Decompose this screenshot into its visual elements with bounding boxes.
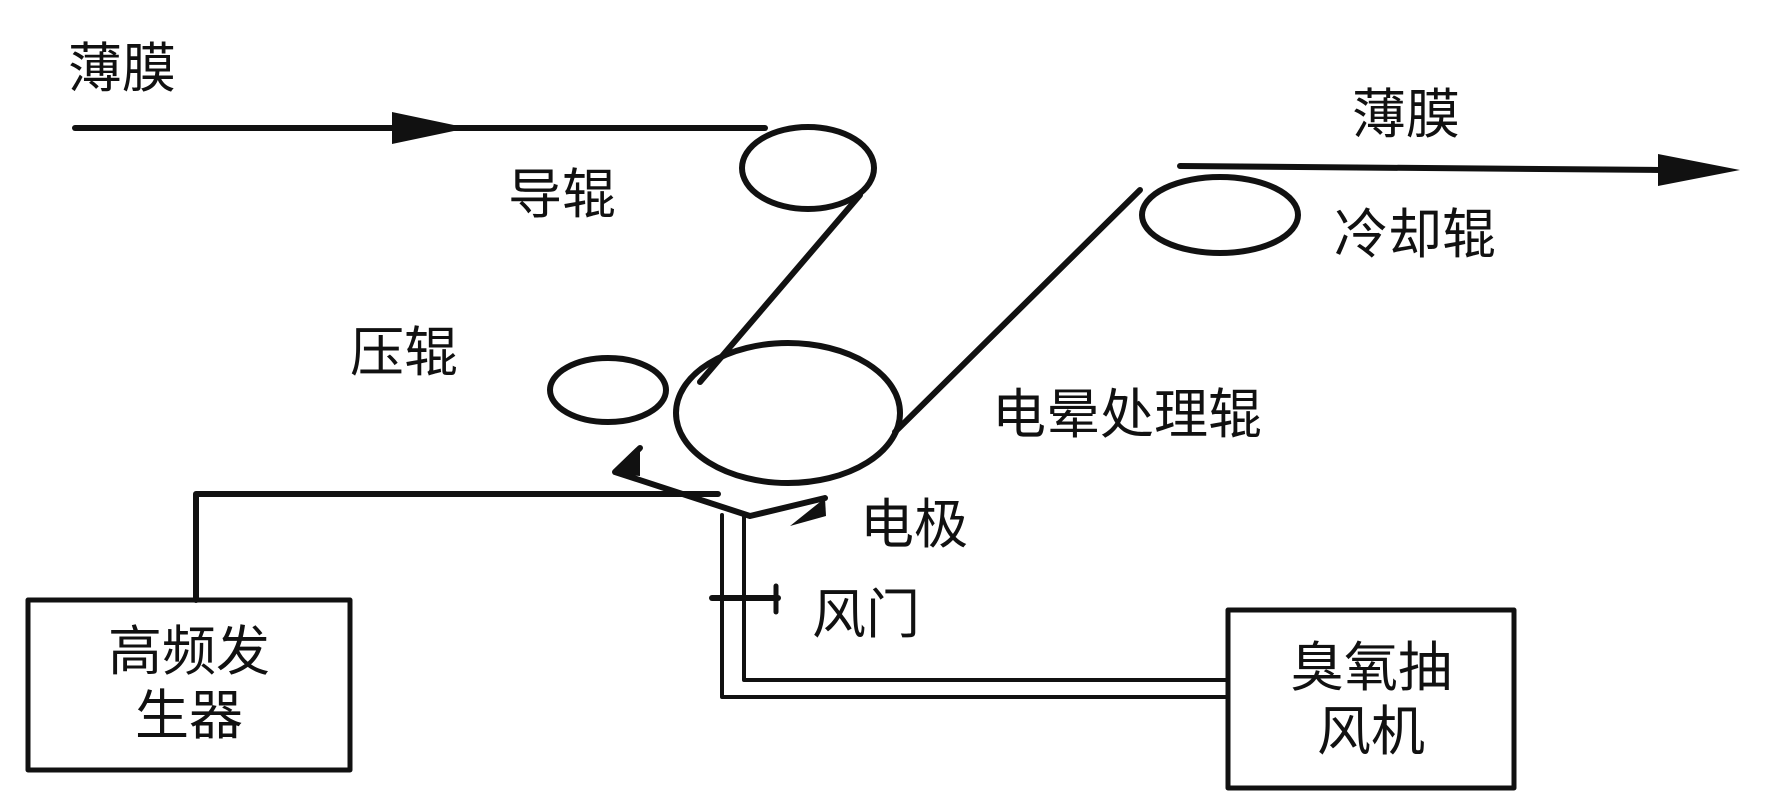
- hf-generator-label: 高频发 生器: [28, 620, 350, 748]
- cooling-roller: [1139, 174, 1301, 256]
- hf-generator-label-line1: 高频发: [108, 620, 270, 683]
- press-roller: [547, 355, 669, 425]
- ozone-fan-label: 臭氧抽 风机: [1228, 636, 1514, 764]
- corona-treatment-roller: [673, 340, 903, 486]
- film-out-line: [1177, 163, 1663, 173]
- hf-generator-label-line2: 生器: [135, 684, 243, 747]
- ozone-fan-label-line2: 风机: [1317, 700, 1425, 763]
- film-guide-to-corona: [697, 192, 863, 385]
- exhaust-duct-inner: [742, 513, 1230, 682]
- film-out-label: 薄膜: [1352, 83, 1460, 146]
- film-in-label: 薄膜: [68, 37, 176, 100]
- exhaust-duct-outer: [720, 513, 1230, 699]
- guide-roller-label: 导辊: [508, 163, 616, 226]
- damper-label: 风门: [812, 583, 920, 646]
- electrode-label: 电极: [860, 493, 968, 556]
- ozone-fan-box: [1225, 607, 1517, 791]
- electrode-tip-right: [790, 498, 826, 526]
- hf-wire: [193, 491, 721, 603]
- ozone-fan-label-line1: 臭氧抽: [1290, 636, 1452, 699]
- film-in-arrow: [392, 112, 468, 144]
- cooling-roller-label: 冷却辊: [1334, 203, 1496, 266]
- film-corona-to-cooling: [892, 187, 1143, 435]
- hf-generator-box: [25, 597, 353, 773]
- corona-roller-label: 电晕处理辊: [992, 383, 1262, 446]
- film-out-arrow: [1658, 154, 1740, 186]
- press-roller-label: 压辊: [350, 321, 458, 384]
- electrode-tip-left: [614, 448, 640, 476]
- guide-roller: [739, 124, 877, 212]
